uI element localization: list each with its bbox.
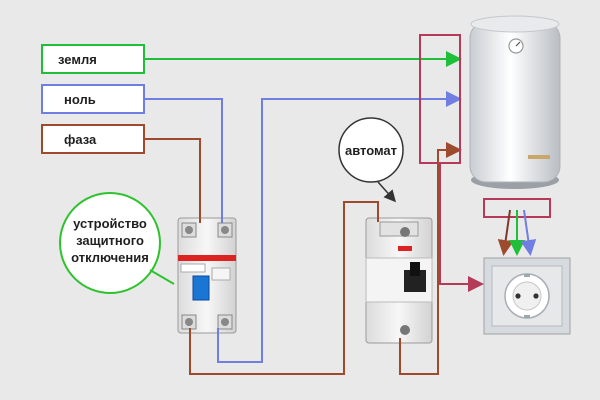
neutral-wire-in	[144, 98, 223, 223]
neutral-label-box	[41, 84, 145, 114]
phase-wire-in	[144, 138, 201, 223]
rcd-device-icon	[177, 217, 237, 334]
rcd-callout-arrow	[149, 269, 175, 285]
breaker-callout-circle	[338, 117, 404, 183]
phase-wire-rcd-breaker	[189, 201, 379, 375]
rcd-callout-circle	[59, 192, 161, 294]
neutral-label: ноль	[64, 92, 96, 107]
rcd-label-line-1: устройство	[73, 216, 147, 231]
breaker-callout-arrow	[377, 181, 396, 203]
phase-wire-out	[399, 142, 462, 375]
socket-feed-wire	[439, 163, 484, 292]
rcd-label-line-3: отключения	[71, 250, 149, 265]
breaker-label: автомат	[345, 143, 397, 158]
water-heater-icon	[469, 15, 561, 189]
socket-neutral-arrow	[520, 209, 537, 256]
rcd-label-line-2: защитного	[76, 233, 144, 248]
wall-socket-icon	[483, 257, 571, 335]
circuit-breaker-icon	[365, 217, 433, 344]
ground-label: земля	[58, 52, 97, 67]
socket-phase-arrow	[497, 209, 514, 256]
ground-label-box	[41, 44, 145, 74]
neutral-wire-out	[217, 91, 462, 363]
phase-label: фаза	[64, 132, 97, 147]
phase-label-box	[41, 124, 145, 154]
